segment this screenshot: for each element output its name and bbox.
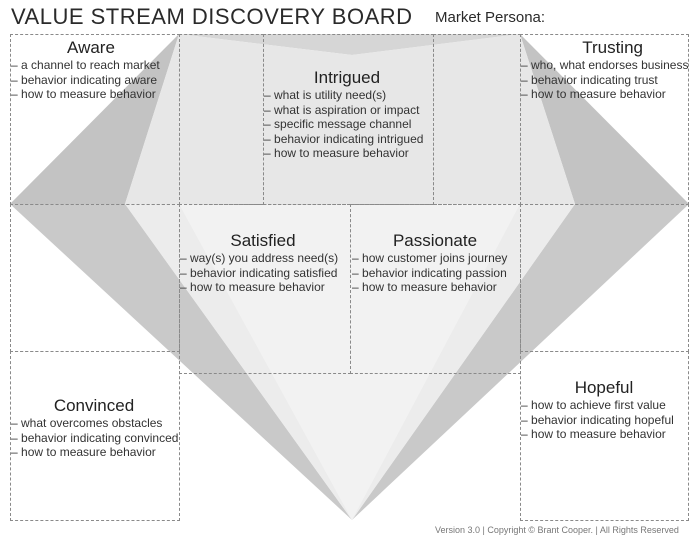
stage-heading: Aware <box>67 38 115 57</box>
list-item: how to measure behavior <box>11 87 171 102</box>
section-middle-right <box>520 204 689 352</box>
stage-hopeful: Hopeful how to achieve first value behav… <box>521 378 687 442</box>
diamond-left-lower-facet <box>10 204 352 520</box>
list-item: how to measure behavior <box>180 280 346 295</box>
list-item: behavior indicating aware <box>11 73 171 88</box>
list-item: who, what endorses business <box>521 58 688 73</box>
stage-aware: Aware a channel to reach market behavior… <box>11 38 171 102</box>
list-item: how to measure behavior <box>11 445 177 460</box>
stage-intrigued: Intrigued what is utility need(s) what i… <box>264 68 430 161</box>
list-item: a channel to reach market <box>11 58 171 73</box>
list-item: how to measure behavior <box>352 280 518 295</box>
list-item: what is aspiration or impact <box>264 103 430 118</box>
copyright-footer: Version 3.0 | Copyright © Brant Cooper. … <box>435 525 679 535</box>
list-item: what overcomes obstacles <box>11 416 177 431</box>
stage-heading: Convinced <box>53 396 135 415</box>
list-item: how to measure behavior <box>264 146 430 161</box>
stage-passionate: Passionate how customer joins journey be… <box>352 231 518 295</box>
list-item: behavior indicating satisfied <box>180 266 346 281</box>
list-item: how to measure behavior <box>521 427 687 442</box>
list-item: way(s) you address need(s) <box>180 251 346 266</box>
board-title: VALUE STREAM DISCOVERY BOARD <box>11 4 413 29</box>
market-persona-label: Market Persona: <box>435 9 546 26</box>
list-item: behavior indicating convinced <box>11 431 178 446</box>
stage-items: a channel to reach market behavior indic… <box>11 58 171 102</box>
stage-heading: Trusting <box>582 38 643 57</box>
list-item: what is utility need(s) <box>264 88 430 103</box>
stage-items: how customer joins journey behavior indi… <box>352 251 518 295</box>
stage-heading: Passionate <box>392 231 478 250</box>
stage-trusting: Trusting who, what endorses business beh… <box>521 38 688 102</box>
stage-items: way(s) you address need(s) behavior indi… <box>180 251 346 295</box>
stage-satisfied: Satisfied way(s) you address need(s) beh… <box>180 231 346 295</box>
list-item: behavior indicating passion <box>352 266 518 281</box>
list-item: how to measure behavior <box>521 87 687 102</box>
stage-heading: Intrigued <box>313 68 381 87</box>
stage-heading: Satisfied <box>230 231 296 250</box>
list-item: how customer joins journey <box>352 251 518 266</box>
diamond-crown <box>179 34 520 55</box>
stage-convinced: Convinced what overcomes obstacles behav… <box>11 396 178 460</box>
list-item: behavior indicating trust <box>521 73 687 88</box>
list-item: how to achieve first value <box>521 398 687 413</box>
section-intrigued-left <box>179 34 264 205</box>
stage-items: what overcomes obstacles behavior indica… <box>11 416 178 460</box>
section-intrigued-right <box>433 34 521 205</box>
list-item: behavior indicating intrigued <box>264 132 430 147</box>
stage-heading: Hopeful <box>574 378 634 397</box>
section-middle-left <box>10 204 180 352</box>
list-item: behavior indicating hopeful <box>521 413 687 428</box>
stage-items: what is utility need(s) what is aspirati… <box>264 88 430 161</box>
stage-items: who, what endorses business behavior ind… <box>521 58 688 102</box>
stage-items: how to achieve first value behavior indi… <box>521 398 687 442</box>
list-item: specific message channel <box>264 117 430 132</box>
